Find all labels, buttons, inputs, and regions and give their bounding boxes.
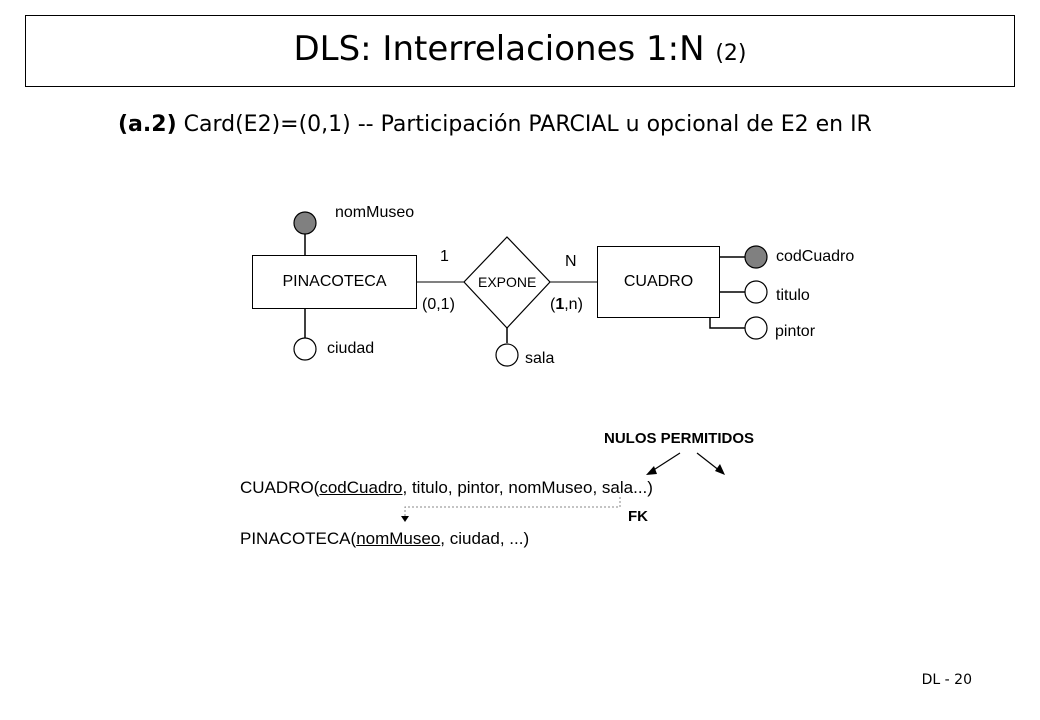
fk-arrowhead <box>401 516 409 522</box>
cardinality-right: N <box>565 253 577 270</box>
relationship-label: EXPONE <box>478 274 537 290</box>
participation-left: (0,1) <box>422 296 455 313</box>
fk-label: FK <box>628 508 648 525</box>
arrow-null-2 <box>696 452 721 472</box>
attr-pintor-icon <box>744 316 768 340</box>
attr-pintor-label: pintor <box>775 323 816 340</box>
slide-number: DL - 20 <box>921 672 972 688</box>
cardinality-left: 1 <box>440 248 449 265</box>
arrow-null-1 <box>651 452 681 472</box>
participation-right: (1,n) <box>550 296 583 314</box>
arrowhead-null-2 <box>715 464 725 475</box>
entity-cuadro-label: CUADRO <box>623 273 694 290</box>
entity-cuadro: CUADRO <box>597 246 720 318</box>
key-attr-codCuadro-icon <box>744 245 768 269</box>
title-suffix: (2) <box>715 41 747 66</box>
relation-cuadro: CUADRO(codCuadro, titulo, pintor, nomMus… <box>240 478 653 498</box>
key-attr-nomMuseo-icon <box>293 211 317 235</box>
fk-connector <box>404 497 621 518</box>
title-main: DLS: Interrelaciones 1:N <box>293 29 705 69</box>
slide-title: DLS: Interrelaciones 1:N (2) <box>26 29 1014 69</box>
relation-cuadro-rest: , sala...) <box>592 478 653 497</box>
title-box: DLS: Interrelaciones 1:N (2) <box>25 15 1015 87</box>
relation-pinacoteca-rest: , ciudad, ...) <box>440 529 530 548</box>
relation-pinacoteca: PINACOTECA(nomMuseo, ciudad, ...) <box>240 529 529 549</box>
attr-titulo-icon <box>744 280 768 304</box>
attr-nomMuseo-label: nomMuseo <box>335 204 415 221</box>
relation-pinacoteca-key: nomMuseo <box>356 529 441 548</box>
attr-ciudad-icon <box>293 337 317 361</box>
arrowhead-null-1 <box>646 466 657 475</box>
attr-ciudad-label: ciudad <box>327 340 375 357</box>
nulls-allowed-label: NULOS PERMITIDOS <box>604 430 755 447</box>
attr-sala-icon <box>495 343 519 367</box>
attr-titulo-label: titulo <box>776 287 810 304</box>
subtitle-prefix: (a.2) <box>118 112 177 137</box>
relation-cuadro-fk-attr: nomMuseo <box>508 478 593 497</box>
relation-cuadro-name: CUADRO( <box>240 478 320 497</box>
relation-cuadro-key: codCuadro <box>319 478 403 497</box>
entity-pinacoteca-label: PINACOTECA <box>282 273 387 290</box>
line-pintor <box>709 318 745 329</box>
participation-right-min: 1 <box>555 296 565 313</box>
subtitle: (a.2) Card(E2)=(0,1) -- Participación PA… <box>118 112 872 137</box>
attr-sala-label: sala <box>525 350 555 367</box>
participation-right-open: ( <box>550 296 556 313</box>
relation-cuadro-attrs: , titulo, pintor, <box>402 478 509 497</box>
relation-pinacoteca-name: PINACOTECA( <box>240 529 357 548</box>
subtitle-text: Card(E2)=(0,1) -- Participación PARCIAL … <box>183 112 872 137</box>
entity-pinacoteca: PINACOTECA <box>252 255 417 309</box>
participation-right-close: ,n) <box>564 296 583 313</box>
attr-codCuadro-label: codCuadro <box>776 248 855 265</box>
